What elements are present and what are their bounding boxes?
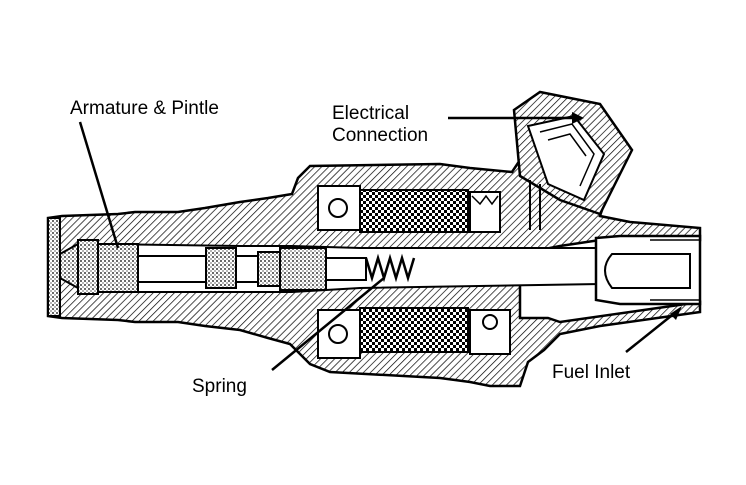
armature-pintle-label: Armature & Pintle: [70, 98, 219, 119]
electrical-connector: [512, 90, 634, 230]
nozzle-tip: [47, 217, 99, 317]
electrical-connection-label-line2: Connection: [332, 125, 429, 146]
spring-label: Spring: [192, 376, 247, 397]
solenoid-coil-lower: [317, 307, 511, 359]
fuel-inlet-label: Fuel Inlet: [552, 362, 631, 383]
armature-leader: [78, 121, 120, 249]
leader-lines: [78, 112, 682, 371]
electrical-connection-label-line1: Electrical: [332, 103, 410, 124]
spring-coil: [364, 253, 416, 283]
fuel-inlet-leader: [625, 311, 677, 353]
solenoid-coil-upper: [317, 185, 501, 233]
spring-leader: [271, 277, 385, 371]
fuel-inlet-tube: [594, 234, 702, 306]
armature-pintle: [97, 243, 367, 293]
